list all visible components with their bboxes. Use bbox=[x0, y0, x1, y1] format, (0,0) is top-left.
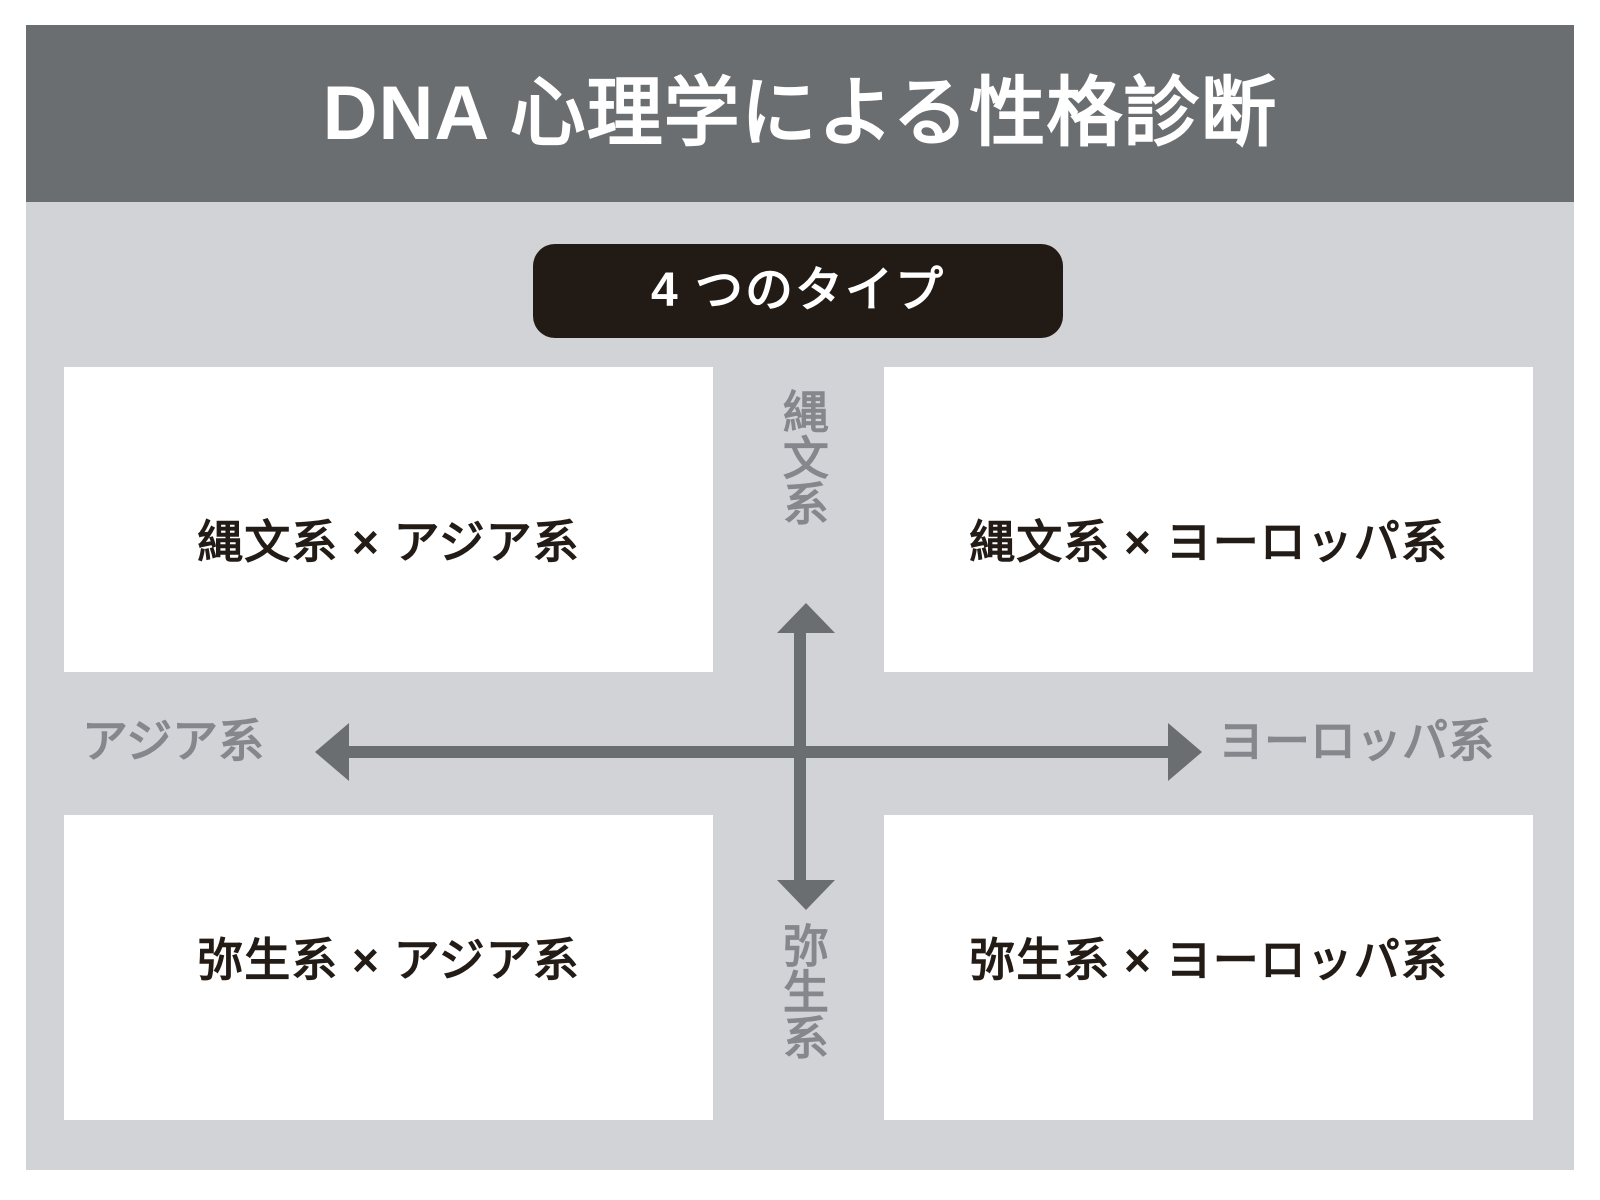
types-badge-label: 4 つのタイプ bbox=[650, 264, 946, 317]
axis-label-vertical-top: 縄文系 bbox=[776, 388, 829, 526]
horizontal-axis-line bbox=[348, 746, 1168, 758]
axis-label-horizontal-left: アジア系 bbox=[82, 715, 265, 767]
types-badge: 4 つのタイプ bbox=[533, 244, 1063, 338]
quadrant-top-left[interactable]: 縄文系 × アジア系 bbox=[64, 367, 713, 672]
quadrant-bottom-right[interactable]: 弥生系 × ヨーロッパ系 bbox=[884, 815, 1533, 1120]
body-panel: 4 つのタイプ 縄文系 × アジア系 縄文系 × ヨーロッパ系 弥生系 × アジ… bbox=[26, 202, 1574, 1170]
quadrant-bottom-left[interactable]: 弥生系 × アジア系 bbox=[64, 815, 713, 1120]
arrow-up-icon bbox=[777, 603, 835, 633]
quadrant-bottom-left-label: 弥生系 × アジア系 bbox=[197, 933, 580, 986]
quadrant-bottom-right-label: 弥生系 × ヨーロッパ系 bbox=[969, 933, 1448, 986]
page-title: DNA 心理学による性格診断 bbox=[322, 70, 1278, 156]
axis-label-vertical-bottom: 弥生系 bbox=[776, 922, 829, 1060]
axis-label-horizontal-right: ヨーロッパ系 bbox=[1218, 715, 1494, 767]
arrow-left-icon bbox=[315, 723, 349, 781]
quadrant-top-left-label: 縄文系 × アジア系 bbox=[197, 515, 580, 568]
quadrant-top-right-label: 縄文系 × ヨーロッパ系 bbox=[969, 515, 1448, 568]
header-bar: DNA 心理学による性格診断 bbox=[26, 25, 1574, 202]
arrow-right-icon bbox=[1168, 723, 1202, 781]
arrow-down-icon bbox=[777, 880, 835, 910]
quadrant-top-right[interactable]: 縄文系 × ヨーロッパ系 bbox=[884, 367, 1533, 672]
